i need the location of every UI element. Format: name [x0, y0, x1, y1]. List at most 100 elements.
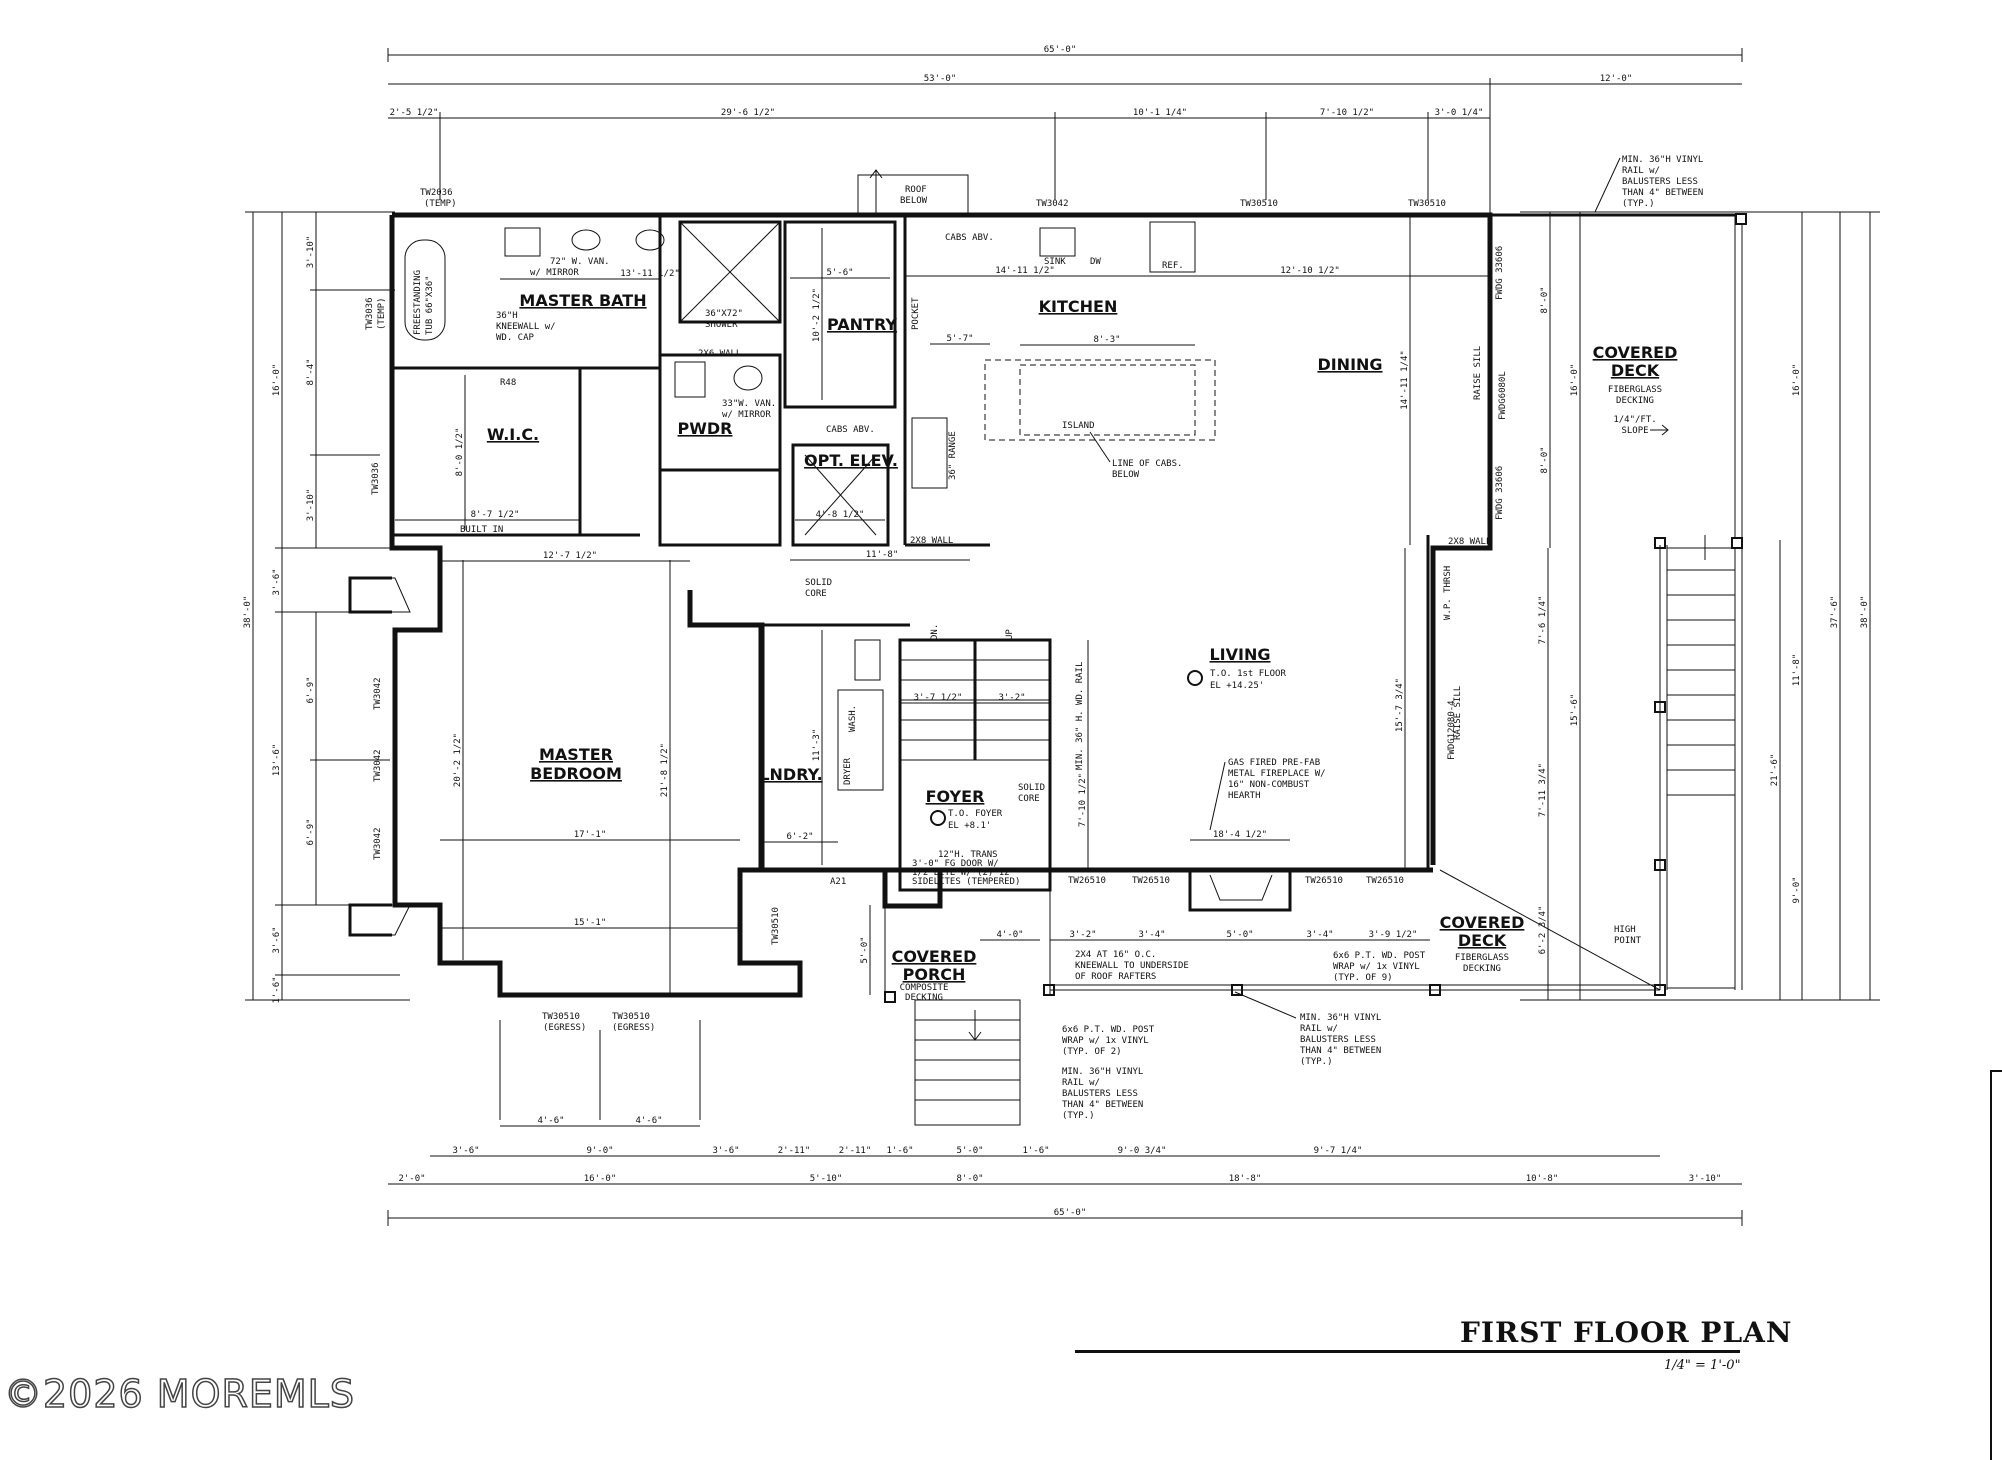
- dim-bath-w: 13'-11 1/2": [620, 269, 680, 279]
- note-foyer-el-1: T.O. FOYER: [948, 809, 1003, 819]
- label-master-bedroom-1: MASTER: [539, 745, 613, 764]
- dim-seg5: 3'-0 1/4": [1435, 108, 1484, 118]
- note-living-el-1: T.O. 1st FLOOR: [1210, 669, 1286, 679]
- win-tw3036: TW3036: [365, 297, 375, 330]
- dim-stair-1: 3'-7 1/2": [914, 693, 963, 703]
- note-up: UP: [1005, 629, 1015, 640]
- dim-right-c: 16'-0": [1570, 364, 1580, 397]
- right-dimensions: 38'-0" 37'-6" 16'-0" 11'-8" 9'-0" 21'-6"…: [1520, 211, 1880, 1001]
- dim-lv-seg-4: 3'-9 1/2": [1369, 930, 1418, 940]
- dim-stair-h: 7'-10 1/2": [1078, 773, 1088, 827]
- win-fwdg-4: FWDG12080-4: [1447, 700, 1457, 760]
- note-solid-core-1: SOLID: [805, 578, 832, 588]
- note-post-l-2: WRAP w/ 1x VINYL: [1062, 1036, 1149, 1046]
- note-rail-b-5: (TYP.): [1062, 1111, 1095, 1121]
- dim-stair-2: 3'-2": [998, 693, 1025, 703]
- win-tw30510-a: TW30510: [1240, 199, 1278, 209]
- dim-left-a: 16'-0": [272, 364, 282, 397]
- win-fwdg-3: FWDG 33606: [1495, 466, 1505, 520]
- label-foyer: FOYER: [926, 787, 985, 806]
- note-rail-top-5: (TYP.): [1622, 199, 1655, 209]
- dim-left-c: 13'-6": [272, 744, 282, 777]
- dim-right-f: 9'-0": [1792, 876, 1802, 903]
- dim-mb-w1: 17'-1": [574, 830, 607, 840]
- covered-deck-right: [884, 213, 1747, 1003]
- dim-right-overall: 38'-0": [1860, 596, 1870, 629]
- plan-notes: T.O. 1st FLOOR EL +14.25' T.O. FOYER EL …: [413, 155, 1703, 1121]
- dim-right-k: 7'-11 3/4": [1538, 763, 1548, 817]
- dim-lv-seg-2: 5'-0": [1226, 930, 1253, 940]
- note-solid-core-4: CORE: [1018, 794, 1040, 804]
- note-trans-2: 3'-0" FG DOOR W/: [912, 859, 999, 869]
- bay-windows-left: [348, 576, 411, 937]
- dim-b3-1: 16'-0": [584, 1174, 617, 1184]
- dim-b1-1: 4'-6": [537, 1116, 564, 1126]
- porch-stair: [884, 870, 1051, 1126]
- dim-b3-2: 5'-10": [810, 1174, 843, 1184]
- dim-b2-5: 1'-6": [886, 1146, 913, 1156]
- note-shower-1: 36"X72": [705, 309, 743, 319]
- dim-left-f: 3'-10": [306, 236, 316, 269]
- dim-dining-w: 12'-10 1/2": [1280, 266, 1340, 276]
- dim-b3-0: 2'-0": [398, 1174, 425, 1184]
- label-opt-elev: OPT. ELEV.: [804, 451, 898, 470]
- note-sink: SINK: [1044, 257, 1066, 267]
- dim-b3-3: 8'-0": [956, 1174, 983, 1184]
- note-dn: DN.: [930, 624, 940, 640]
- note-cabs-abv-kitchen: CABS ABV.: [945, 233, 994, 243]
- window-tags: TW2036 (TEMP) TW3036 (TEMP) TW3036 TW304…: [365, 188, 1508, 1022]
- bottom-dimensions: 4'-6" 4'-6" 3'-6" 9'-0" 3'-6" 2'-11" 2'-…: [387, 1020, 1743, 1226]
- note-foyer-el-2: EL +8.1': [948, 821, 991, 831]
- dim-b2-7: 1'-6": [1022, 1146, 1049, 1156]
- plan-title: FIRST FLOOR PLAN: [1460, 1316, 1793, 1349]
- note-kneewall-2: KNEEWALL w/: [496, 322, 556, 332]
- note-post-r-2: WRAP w/ 1x VINYL: [1333, 962, 1420, 972]
- note-raise-sill-2: RAISE SILL: [1453, 686, 1463, 740]
- note-rail-top-4: THAN 4" BETWEEN: [1622, 188, 1703, 198]
- interior-dimensions: 14'-11 1/2" 12'-10 1/2" 14'-11 1/4" 8'-3…: [395, 215, 1490, 995]
- dim-elev: 4'-8 1/2": [816, 510, 865, 520]
- left-dimensions: 38'-0" 16'-0" 3'-6" 13'-6" 3'-6" 1'-6" 3…: [243, 211, 410, 1004]
- dim-right-j: 7'-6 1/4": [1538, 596, 1548, 645]
- win-tw3042-l3: TW3042: [373, 827, 383, 860]
- note-kneewall-3: WD. CAP: [496, 333, 535, 343]
- note-island: ISLAND: [1062, 421, 1095, 431]
- refrigerator: [1149, 221, 1196, 273]
- label-pantry: PANTRY: [827, 315, 897, 334]
- note-post-l-1: 6x6 P.T. WD. POST: [1062, 1025, 1155, 1035]
- note-dryer: DRYER: [843, 757, 853, 785]
- dim-hall: 11'-8": [866, 550, 899, 560]
- note-rail-b-2: RAIL w/: [1062, 1078, 1100, 1088]
- dim-b3-5: 10'-8": [1526, 1174, 1559, 1184]
- label-covered-porch-2: PORCH: [903, 965, 966, 984]
- note-fireplace-3: 16" NON-COMBUST: [1228, 780, 1310, 790]
- note-fireplace-2: METAL FIREPLACE W/: [1228, 769, 1326, 779]
- dim-left-overall: 38'-0": [243, 596, 253, 629]
- label-covered-deck-bottom-1: COVERED: [1440, 913, 1525, 932]
- plan-scale: 1/4" = 1'-0": [1664, 1358, 1741, 1373]
- dim-porch-h: 5'-0": [860, 936, 870, 963]
- note-fireplace-1: GAS FIRED PRE-FAB: [1228, 758, 1320, 768]
- direction-arrows: [869, 169, 1706, 1041]
- note-wall-2x8: 2X8 WALL: [1448, 537, 1491, 547]
- dim-island-w: 8'-3": [1093, 335, 1120, 345]
- dim-b2-1: 9'-0": [586, 1146, 613, 1156]
- win-tw30510-br: TW30510: [612, 1012, 650, 1022]
- roof-below-box: [857, 174, 969, 216]
- note-wall-2x8-kitchen: 2X8 WALL: [910, 536, 953, 546]
- dim-lv-seg-0: 3'-2": [1069, 930, 1096, 940]
- dim-left-e: 1'-6": [272, 976, 282, 1003]
- win-tw3042-top: TW3042: [1036, 199, 1069, 209]
- dim-lndry-h: 11'-3": [812, 729, 822, 762]
- dim-lv-seg-1: 3'-4": [1138, 930, 1165, 940]
- dim-living-h: 15'-7 3/4": [1395, 678, 1405, 732]
- note-wash: WASH.: [848, 705, 858, 732]
- win-tw3036-temp: (TEMP): [377, 297, 387, 330]
- note-composite-1: COMPOSITE: [900, 983, 949, 993]
- foyer-elevation-marker: [930, 810, 946, 826]
- win-fwdg-2: FWDG6080L: [1498, 371, 1508, 420]
- dim-mb-h1: 20'-2 1/2": [453, 733, 463, 787]
- label-kitchen: KITCHEN: [1039, 297, 1118, 316]
- note-rail-c-4: THAN 4" BETWEEN: [1300, 1046, 1381, 1056]
